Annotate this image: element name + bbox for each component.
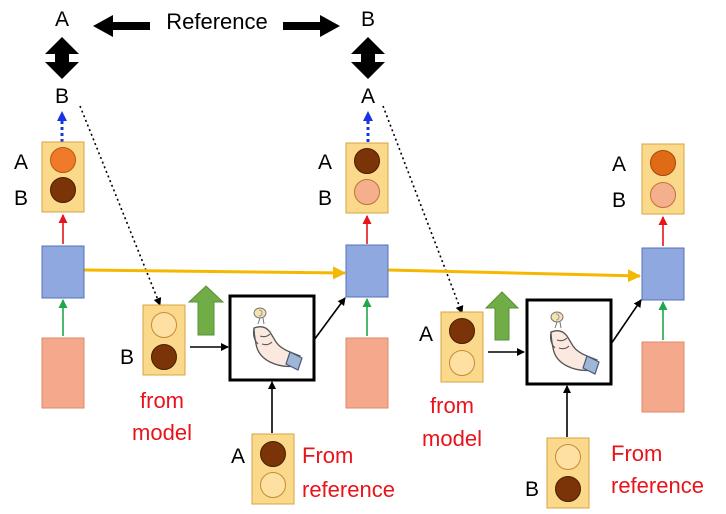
output-stack-1: A B [14, 141, 85, 213]
stack2-top-label: A [318, 151, 332, 174]
ref1-caption-line2: reference [302, 477, 395, 502]
token-circle-a [354, 148, 380, 174]
token-circle-b [555, 476, 581, 502]
header-mid-bottom: A [361, 85, 375, 108]
header-left-top: A [55, 8, 69, 31]
stack3-top-label: A [612, 153, 626, 176]
token-circle-b [50, 177, 76, 203]
input-token-2 [345, 337, 389, 409]
stack1-bottom-label: B [14, 187, 28, 210]
ref2-caption-line1: From [611, 441, 662, 466]
right-arrow-icon [283, 15, 340, 37]
coin-flip-hand-icon [549, 311, 600, 375]
selector-to-hidden-2 [610, 299, 642, 345]
token-circle-a [650, 150, 676, 176]
ref1-label: A [231, 445, 245, 468]
header-mid-top: B [361, 8, 375, 31]
sampling-step-1: B from model A From reference [120, 285, 395, 505]
model2-caption-line1: from [430, 393, 474, 418]
left-arrow-icon [93, 15, 150, 37]
model1-caption-line1: from [140, 388, 184, 413]
model2-label: A [419, 323, 433, 346]
header-left-bottom: B [55, 85, 69, 108]
coin-flip-hand-icon [252, 307, 303, 371]
token-circle-b [260, 472, 286, 498]
hidden-state-3 [641, 247, 685, 301]
ref2-label: B [525, 478, 539, 501]
ref2-caption-line2: reference [611, 473, 704, 498]
token-circle-b [449, 350, 475, 376]
up-arrow-icon [187, 285, 225, 336]
input-token-3 [641, 341, 685, 413]
hidden-state-2 [345, 244, 389, 298]
token-circle-a [449, 318, 475, 344]
double-vertical-arrow-icon [45, 37, 79, 79]
token-circle-a [151, 312, 177, 338]
selector-to-hidden-1 [313, 297, 346, 341]
stack3-bottom-label: B [612, 189, 626, 212]
model1-caption-line2: model [132, 420, 192, 445]
token-circle-b [354, 179, 380, 205]
model1-label: B [120, 346, 134, 369]
ref1-caption-line1: From [302, 443, 353, 468]
token-circle-a [260, 441, 286, 467]
token-circle-a [50, 147, 76, 173]
input-token-1 [41, 337, 85, 409]
reference-header: A B Reference B A [45, 8, 385, 108]
model2-caption-line2: model [422, 426, 482, 451]
stack1-top-label: A [14, 151, 28, 174]
stack2-bottom-label: B [318, 187, 332, 210]
token-circle-a [555, 444, 581, 470]
recurrent-link-1 [83, 266, 346, 280]
token-circle-b [151, 344, 177, 370]
sample-link-1 [79, 105, 162, 306]
recurrent-link-2 [387, 268, 641, 283]
sampling-step-2: A from model B From reference [419, 291, 704, 509]
sample-link-2 [382, 105, 464, 314]
output-stack-2: A B [318, 142, 389, 214]
output-stack-3: A B [612, 143, 685, 215]
hidden-state-1 [41, 245, 85, 299]
up-arrow-icon [484, 291, 520, 341]
reference-label: Reference [166, 9, 268, 34]
token-circle-b [650, 182, 676, 208]
double-vertical-arrow-icon [351, 37, 385, 79]
